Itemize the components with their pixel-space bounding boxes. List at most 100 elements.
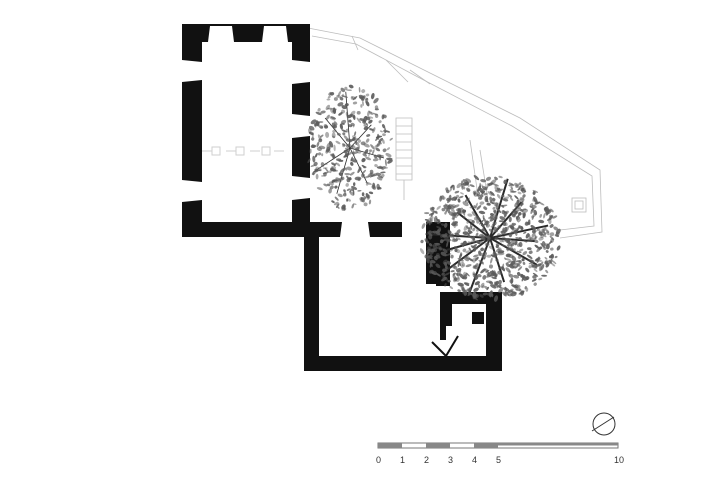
leaf bbox=[363, 126, 369, 130]
leaf bbox=[514, 240, 518, 246]
leaf bbox=[523, 231, 527, 234]
leaf bbox=[519, 248, 524, 252]
leaf bbox=[506, 260, 514, 263]
leaf bbox=[518, 184, 524, 189]
leaf bbox=[346, 89, 352, 92]
leaf bbox=[504, 226, 510, 233]
leaf bbox=[371, 149, 375, 155]
leaf bbox=[473, 216, 478, 221]
leaf bbox=[462, 209, 467, 213]
leaf bbox=[482, 215, 485, 220]
leaf bbox=[435, 263, 441, 269]
leaf bbox=[489, 191, 495, 196]
leaf bbox=[460, 192, 464, 195]
leaf bbox=[541, 274, 548, 277]
leaf bbox=[514, 207, 522, 212]
leaf bbox=[356, 117, 361, 124]
leaf bbox=[486, 223, 490, 228]
leaf bbox=[476, 193, 481, 197]
leaf bbox=[484, 286, 488, 289]
leaf bbox=[378, 140, 382, 145]
leaf bbox=[476, 205, 482, 210]
leaf bbox=[450, 184, 454, 189]
leaf bbox=[528, 261, 535, 265]
leaf bbox=[434, 242, 440, 245]
leaf bbox=[480, 268, 486, 274]
leaf bbox=[544, 256, 548, 260]
leaf bbox=[503, 196, 509, 200]
leaf bbox=[448, 233, 454, 237]
leaf bbox=[473, 175, 480, 181]
leaf bbox=[531, 232, 536, 238]
leaf bbox=[495, 202, 500, 210]
leaf bbox=[522, 261, 526, 265]
leaf bbox=[504, 258, 512, 261]
leaf bbox=[342, 143, 346, 148]
leaf bbox=[496, 208, 502, 213]
leaf bbox=[337, 193, 343, 198]
leaf bbox=[447, 279, 451, 283]
leaf bbox=[516, 216, 521, 220]
leaf bbox=[509, 279, 514, 284]
leaf bbox=[533, 239, 539, 244]
leaf bbox=[369, 112, 374, 115]
leaf bbox=[376, 166, 384, 169]
leaf bbox=[479, 219, 484, 225]
leaf bbox=[525, 267, 530, 273]
leaf bbox=[314, 153, 318, 158]
leaf bbox=[318, 138, 323, 143]
leaf bbox=[349, 171, 355, 176]
tree-branch bbox=[324, 117, 351, 149]
leaf bbox=[528, 250, 533, 255]
leaf bbox=[441, 207, 446, 212]
leaf bbox=[339, 123, 343, 130]
leaf bbox=[455, 272, 459, 277]
leaf bbox=[307, 158, 311, 164]
leaf bbox=[553, 226, 559, 231]
leaf bbox=[320, 126, 324, 129]
leaf bbox=[328, 140, 334, 148]
leaf bbox=[439, 239, 444, 244]
leaf bbox=[350, 161, 354, 166]
leaf bbox=[424, 212, 430, 215]
leaf bbox=[365, 138, 370, 143]
leaf bbox=[435, 218, 441, 224]
leaf bbox=[451, 217, 455, 221]
wall-left-building-south bbox=[182, 222, 310, 237]
leaf bbox=[537, 228, 541, 232]
leaf bbox=[450, 270, 455, 273]
leaf bbox=[542, 226, 547, 233]
leaf bbox=[309, 148, 312, 154]
leaf bbox=[331, 153, 335, 157]
leaf bbox=[479, 194, 484, 198]
leaf bbox=[462, 248, 467, 253]
leaf bbox=[482, 186, 489, 191]
leaf bbox=[352, 101, 358, 105]
leaf bbox=[475, 228, 481, 232]
leaf bbox=[332, 129, 337, 133]
leaf bbox=[493, 251, 496, 256]
leaf bbox=[490, 254, 497, 258]
leaf bbox=[483, 252, 488, 256]
leaf bbox=[382, 133, 386, 137]
leaf bbox=[520, 186, 525, 191]
scale-tick-5: 5 bbox=[496, 455, 501, 465]
leaf bbox=[341, 93, 344, 98]
leaf bbox=[441, 195, 445, 200]
leaf bbox=[433, 256, 438, 261]
leaf bbox=[554, 234, 560, 238]
leaf bbox=[486, 254, 492, 258]
leaf bbox=[313, 122, 317, 128]
leaf bbox=[521, 258, 525, 262]
leaf bbox=[387, 159, 393, 164]
leaf bbox=[429, 207, 434, 213]
leaf bbox=[460, 264, 464, 268]
leaf bbox=[444, 253, 452, 257]
leaf bbox=[465, 178, 472, 183]
leaf bbox=[454, 232, 460, 236]
leaf bbox=[497, 188, 504, 192]
leaf bbox=[338, 172, 343, 176]
leaf bbox=[341, 105, 347, 110]
leaf bbox=[533, 282, 537, 286]
